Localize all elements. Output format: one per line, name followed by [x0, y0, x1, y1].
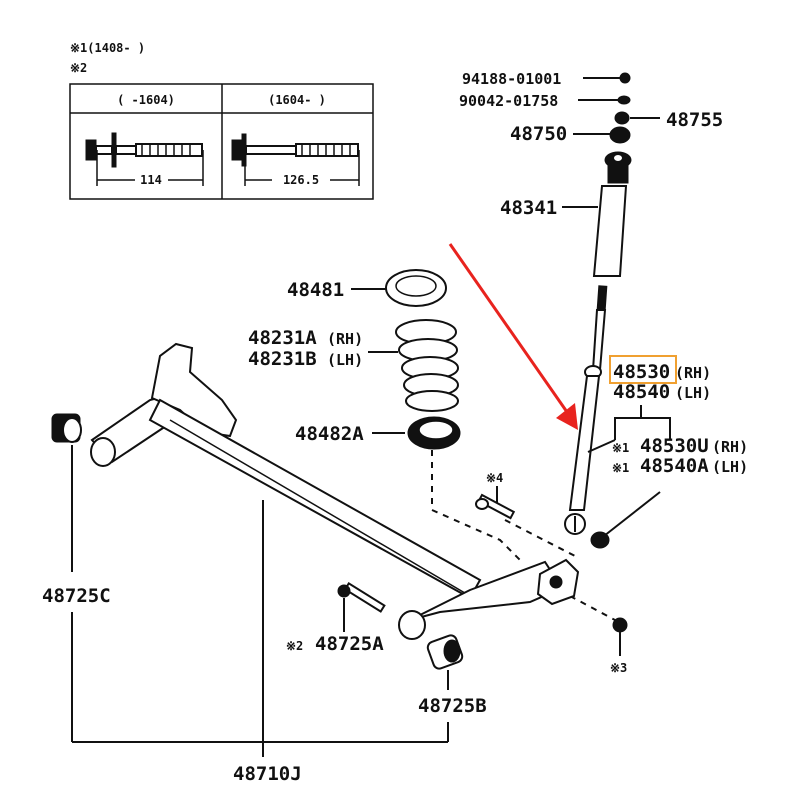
coil-spring-icon	[395, 319, 459, 412]
label-48750: 48750	[510, 123, 567, 145]
note-2: ※2	[70, 61, 87, 75]
label-94188-01001: 94188-01001	[462, 70, 561, 88]
highlight-box	[609, 355, 677, 384]
shock-absorber-icon	[564, 285, 608, 535]
label-48482a: 48482A	[295, 423, 364, 445]
bolt-col2-length: 126.5	[283, 173, 319, 187]
mark-48540a: ※1	[612, 461, 629, 475]
label-48540-side: (LH)	[675, 384, 711, 402]
label-48725a: 48725A	[315, 633, 384, 655]
label-48530-side: (RH)	[675, 364, 711, 382]
label-48341: 48341	[500, 197, 557, 219]
bolt-4-icon	[475, 493, 516, 520]
lower-spring-seat-icon	[407, 416, 461, 450]
shock-boot-icon	[592, 151, 632, 277]
label-48231a: 48231A	[248, 327, 317, 349]
bracket-line	[614, 417, 671, 440]
red-arrow	[448, 243, 578, 430]
bolt-48725a-icon	[337, 581, 386, 613]
nut-icon	[619, 72, 631, 84]
label-90042-01758: 90042-01758	[459, 92, 558, 110]
label-48530[interactable]: 48530	[613, 361, 670, 383]
upper-spring-seat-icon	[385, 269, 447, 307]
assembly-dashed-line	[431, 450, 521, 561]
label-48725b: 48725B	[418, 695, 487, 717]
label-48231a-side: (RH)	[327, 330, 363, 348]
nut-3-icon	[612, 617, 628, 633]
label-48530u-side: (RH)	[712, 438, 748, 456]
bolt-col1-header: ( -1604)	[117, 93, 175, 107]
mount-cushion-icon	[609, 126, 631, 144]
bolt-col2-header: (1604- )	[268, 93, 326, 107]
label-48710j: 48710J	[233, 763, 302, 785]
label-48231b-side: (LH)	[327, 351, 363, 369]
note-1: ※1(1408- )	[70, 41, 145, 55]
mark-48530u: ※1	[612, 441, 629, 455]
label-48540: 48540	[613, 381, 670, 403]
bushing-48725b-icon	[426, 634, 464, 670]
mark-4: ※4	[486, 471, 503, 485]
label-48530u: 48530U	[640, 435, 709, 457]
bolt-short-icon	[85, 132, 203, 168]
washer-icon	[617, 95, 631, 105]
axle-beam-icon	[90, 342, 580, 640]
bolt-table: ( -1604) (1604- ) 114	[69, 83, 374, 200]
label-48540a: 48540A	[640, 455, 709, 477]
mark-48725a: ※2	[286, 639, 303, 653]
label-48481: 48481	[287, 279, 344, 301]
label-48755: 48755	[666, 109, 723, 131]
cushion-icon	[614, 111, 630, 125]
label-48725c: 48725C	[42, 585, 111, 607]
label-48231b: 48231B	[248, 348, 317, 370]
bolt-col1-length: 114	[140, 173, 162, 187]
bushing-48725c-icon	[51, 413, 82, 443]
label-48540a-side: (LH)	[712, 458, 748, 476]
mark-3: ※3	[610, 661, 627, 675]
bolt-long-icon	[231, 133, 359, 167]
